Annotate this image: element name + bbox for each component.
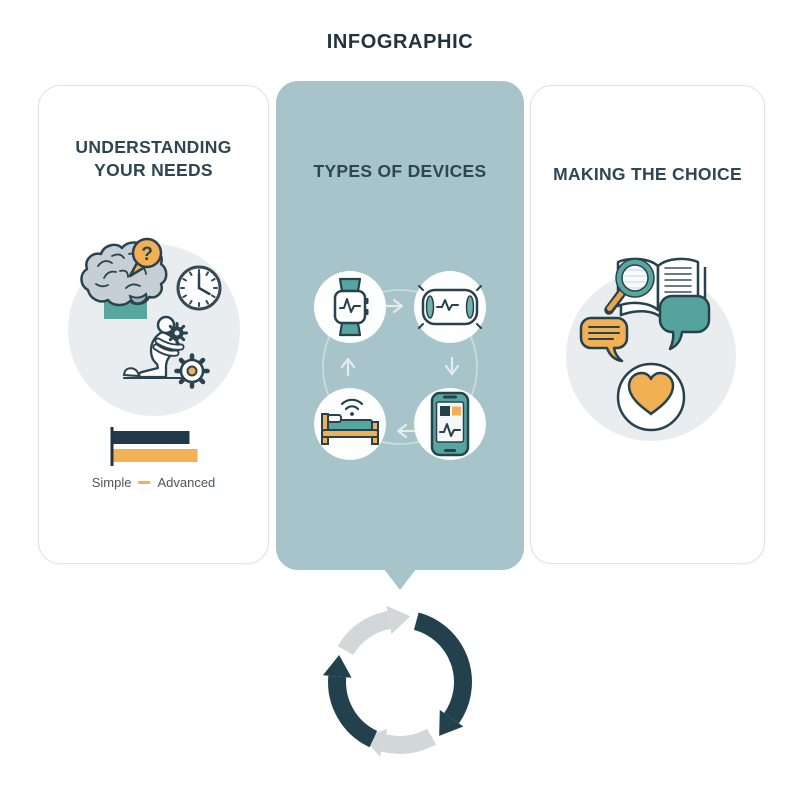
simple-bar: [113, 431, 189, 444]
clock-icon: [176, 265, 221, 311]
question-mark: ?: [141, 244, 153, 265]
panel-making-the-choice: MAKING THE CHOICE: [530, 85, 765, 564]
arrow-left-icon: [396, 423, 416, 439]
simple-advanced-scale: [110, 427, 197, 466]
arrow-up-icon: [340, 357, 356, 377]
panel-title-devices: TYPES OF DEVICES: [313, 161, 487, 181]
smart-bed-icon: [321, 398, 379, 445]
simple-label: Simple: [91, 475, 132, 490]
cycle-arrow-dark-right: [413, 612, 472, 736]
arrow-down-icon: [444, 356, 460, 376]
needs-illustration: ?: [67, 237, 240, 416]
scale-bars: [110, 427, 197, 466]
question-bubble-icon: ?: [128, 237, 162, 278]
panel-title-choice: MAKING THE CHOICE: [553, 164, 742, 184]
panel-types-of-devices: TYPES OF DEVICES: [276, 81, 524, 570]
panel-understanding-needs: UNDERSTANDING YOUR NEEDS ?: [38, 85, 269, 564]
page-title: INFOGRAPHIC: [326, 31, 474, 53]
cycle-arrows-icon: [322, 605, 472, 757]
cycle-arrow-gray-top: [337, 605, 411, 656]
teal-speech-bubble-icon: [658, 294, 711, 351]
advanced-label: Advanced: [157, 475, 216, 490]
smartwatch-icon: [333, 277, 369, 337]
smartphone-app-icon: [430, 391, 470, 457]
cycle-arrow-dark-left: [322, 654, 378, 748]
kneeling-person-icon: [122, 315, 193, 379]
cycle-path-circle: [322, 289, 478, 445]
choice-illustration: [566, 257, 736, 441]
large-gear-icon: [173, 353, 210, 389]
devices-cycle-diagram: [314, 271, 486, 460]
scale-legend: Simple Advanced: [92, 475, 216, 490]
legend-dash: [138, 480, 151, 485]
advanced-bar: [113, 449, 197, 462]
arrow-right-icon: [384, 298, 404, 314]
heart-circle-icon: [616, 362, 686, 432]
small-gear-icon: [165, 322, 188, 344]
orange-speech-bubble-icon: [579, 316, 629, 363]
smart-pillow-icon: [418, 285, 482, 329]
panel-title-needs: UNDERSTANDING YOUR NEEDS: [75, 137, 232, 181]
magnifier-icon: [604, 258, 655, 315]
